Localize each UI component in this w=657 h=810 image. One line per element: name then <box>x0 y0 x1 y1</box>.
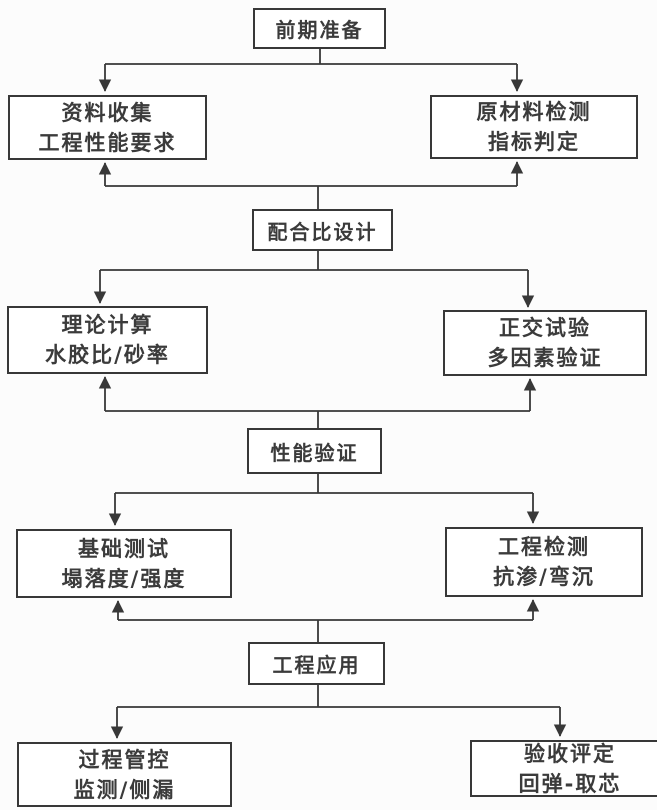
node-engineering-application: 工程应用 <box>248 642 385 685</box>
node-process-control-line2: 监测/侧漏 <box>73 777 176 802</box>
node-data-collection: 资料收集 工程性能要求 <box>8 95 207 160</box>
node-process-control: 过程管控 监测/侧漏 <box>17 742 232 807</box>
node-raw-material-testing: 原材料检测 指标判定 <box>430 95 638 159</box>
node-theoretical-calculation-line2: 水胶比/砂率 <box>45 343 170 367</box>
node-performance-verification-label: 性能验证 <box>270 440 359 465</box>
node-preliminary-preparation-label: 前期准备 <box>275 18 364 42</box>
node-orthogonal-test-line2: 多因素验证 <box>487 346 603 370</box>
node-raw-material-testing-line2: 指标判定 <box>488 130 580 154</box>
node-preliminary-preparation: 前期准备 <box>253 8 386 49</box>
node-theoretical-calculation: 理论计算 水胶比/砂率 <box>7 306 208 374</box>
node-raw-material-testing-line1: 原材料检测 <box>476 100 592 124</box>
node-acceptance-evaluation-line1: 验收评定 <box>524 741 616 766</box>
node-acceptance-evaluation-line2: 回弹-取芯 <box>518 771 622 796</box>
node-engineering-testing-line2: 抗渗/弯沉 <box>493 565 595 589</box>
node-basic-testing-line1: 基础测试 <box>78 536 170 561</box>
node-basic-testing-line2: 塌落度/强度 <box>61 566 187 591</box>
node-engineering-application-label: 工程应用 <box>272 653 361 677</box>
node-performance-verification: 性能验证 <box>247 428 382 474</box>
node-theoretical-calculation-line1: 理论计算 <box>61 313 154 337</box>
node-mix-ratio-design: 配合比设计 <box>252 209 393 251</box>
node-orthogonal-test-line1: 正交试验 <box>499 316 591 340</box>
node-process-control-line1: 过程管控 <box>78 747 171 772</box>
node-data-collection-line1: 资料收集 <box>61 100 154 125</box>
node-acceptance-evaluation: 验收评定 回弹-取芯 <box>470 740 657 797</box>
node-basic-testing: 基础测试 塌落度/强度 <box>16 529 232 598</box>
node-engineering-testing: 工程检测 抗渗/弯沉 <box>445 527 643 597</box>
node-mix-ratio-design-label: 配合比设计 <box>267 219 378 244</box>
node-data-collection-line2: 工程性能要求 <box>38 130 177 155</box>
node-orthogonal-test: 正交试验 多因素验证 <box>443 310 647 376</box>
node-engineering-testing-line1: 工程检测 <box>498 535 590 559</box>
